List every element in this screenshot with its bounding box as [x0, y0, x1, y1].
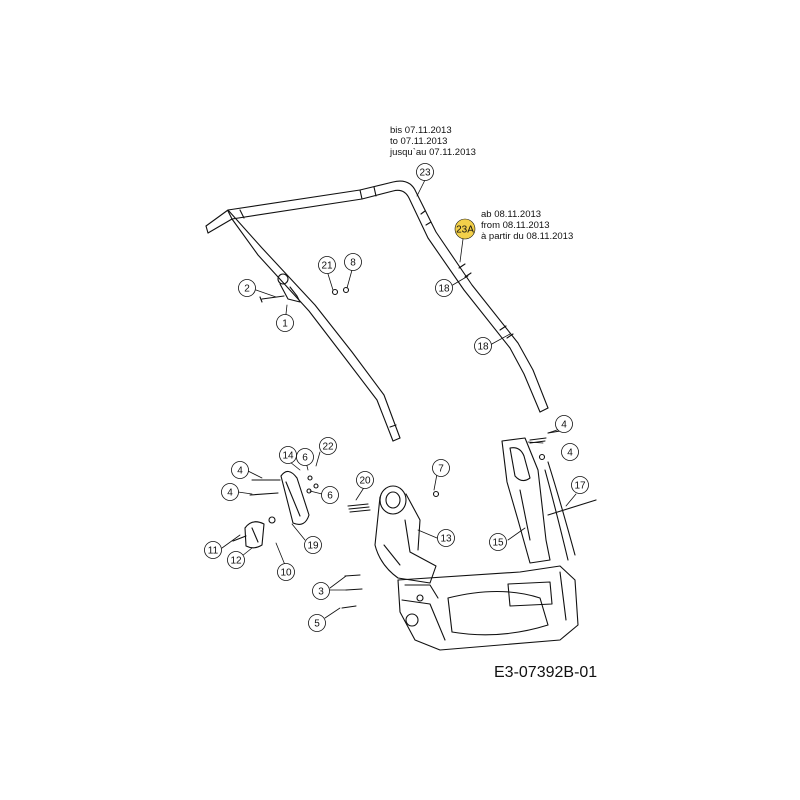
callout-22-text: 22 [322, 442, 334, 453]
callout-2: 2 [238, 279, 256, 297]
callout-21-text: 21 [321, 261, 333, 272]
callout-22: 22 [319, 437, 337, 455]
callout-10-text: 10 [280, 568, 292, 579]
callout-6-b: 6 [321, 486, 339, 504]
callout-18-upper: 18 [435, 279, 453, 297]
callout-8-text: 8 [350, 258, 356, 269]
callout-17-text: 17 [574, 481, 586, 492]
callout-4-a: 4 [231, 461, 249, 479]
callout-18-lower-text: 18 [477, 342, 489, 353]
callout-23: 23 [416, 163, 434, 181]
callout-11-text: 11 [208, 546, 219, 557]
callout-leaders [221, 179, 577, 619]
callout-4-a-text: 4 [237, 466, 243, 477]
note-ab-line-3: à partir du 08.11.2013 [481, 231, 574, 242]
note-bis-line-2: to 07.11.2013 [390, 136, 448, 147]
callout-14-text: 14 [282, 451, 294, 462]
callout-4-b-text: 4 [227, 488, 233, 499]
note-ab: ab 08.11.2013 from 08.11.2013 à partir d… [481, 209, 573, 242]
note-ab-line-2: from 08.11.2013 [481, 220, 550, 231]
callout-12-text: 12 [230, 556, 242, 567]
handle-bracket-left [374, 485, 440, 584]
callout-5: 5 [308, 614, 326, 632]
callout-7: 7 [432, 459, 450, 477]
callout-13: 13 [437, 529, 455, 547]
callout-15-text: 15 [492, 538, 504, 549]
callout-19: 19 [304, 536, 322, 554]
callout-20-text: 20 [359, 476, 371, 487]
callout-11: 11 [204, 541, 222, 559]
upper-handle-bar [205, 180, 549, 442]
callout-18-lower: 18 [474, 337, 492, 355]
screws-right [529, 430, 561, 444]
handle-bracket-right [501, 437, 597, 564]
callout-1-text: 1 [282, 319, 288, 330]
callout-10: 10 [277, 563, 295, 581]
callout-18-upper-text: 18 [438, 284, 450, 295]
callout-6-a: 6 [296, 448, 314, 466]
note-bis-line-1: bis 07.11.2013 [390, 125, 452, 136]
note-bis-line-3: jusqu`au 07.11.2013 [390, 147, 476, 158]
callout-3: 3 [312, 582, 330, 600]
callout-23-text: 23 [419, 168, 431, 179]
callout-15: 15 [489, 533, 507, 551]
mower-deck-housing [341, 565, 579, 651]
callout-23a: 23A [454, 218, 476, 240]
callout-4-b: 4 [221, 483, 239, 501]
note-bis: bis 07.11.2013 to 07.11.2013 jusqu`au 07… [390, 125, 476, 158]
note-ab-line-1: ab 08.11.2013 [481, 209, 542, 220]
callout-7-text: 7 [438, 464, 444, 475]
callout-19-text: 19 [307, 541, 319, 552]
callout-2-text: 2 [244, 284, 250, 295]
callout-20: 20 [356, 471, 374, 489]
callout-4-d-text: 4 [567, 448, 573, 459]
callout-3-text: 3 [318, 587, 324, 598]
callout-4-c-text: 4 [561, 420, 567, 431]
callout-17: 17 [571, 476, 589, 494]
drawing-code: E3-07392B-01 [494, 664, 598, 681]
callout-5-text: 5 [314, 619, 320, 630]
callout-6-b-text: 6 [327, 491, 333, 502]
callout-12: 12 [227, 551, 245, 569]
handle-clamp-hardware [259, 273, 350, 303]
callout-14: 14 [279, 446, 297, 464]
callout-8: 8 [344, 253, 362, 271]
callout-6-a-text: 6 [302, 453, 308, 464]
callout-1: 1 [276, 314, 294, 332]
callout-23a-text: 23A [456, 225, 474, 236]
callout-4-d: 4 [561, 443, 579, 461]
adjust-clips [232, 470, 371, 549]
callout-4-c: 4 [555, 415, 573, 433]
callout-21: 21 [318, 256, 336, 274]
callout-13-text: 13 [440, 534, 452, 545]
